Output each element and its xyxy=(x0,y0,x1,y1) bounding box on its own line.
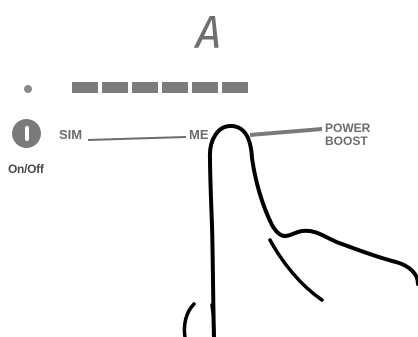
power-boost-line2: BOOST xyxy=(325,134,368,148)
knuckle-crease xyxy=(268,238,324,302)
level-segment xyxy=(162,82,188,93)
power-boost-line1: POWER xyxy=(325,121,371,135)
level-meter xyxy=(72,82,248,93)
level-segment xyxy=(102,82,128,93)
finger-outline xyxy=(207,124,418,337)
mode-scale-track-thick[interactable] xyxy=(250,127,322,137)
lower-knuckle xyxy=(182,302,196,337)
indicator-led-icon xyxy=(24,85,32,93)
mode-scale-track[interactable] xyxy=(88,136,186,141)
mode-label-med: ME xyxy=(189,127,209,142)
mode-label-power-boost: POWER BOOST xyxy=(325,122,370,148)
seven-segment-display: A xyxy=(196,8,223,59)
power-button[interactable] xyxy=(12,119,41,148)
level-segment xyxy=(192,82,218,93)
power-button-label: On/Off xyxy=(8,162,44,176)
mode-label-sim: SIM xyxy=(59,127,83,142)
finger-touch-icon xyxy=(209,125,418,337)
level-segment xyxy=(72,82,98,93)
level-segment xyxy=(132,82,158,93)
finger-crease xyxy=(210,303,216,337)
level-segment xyxy=(222,82,248,93)
